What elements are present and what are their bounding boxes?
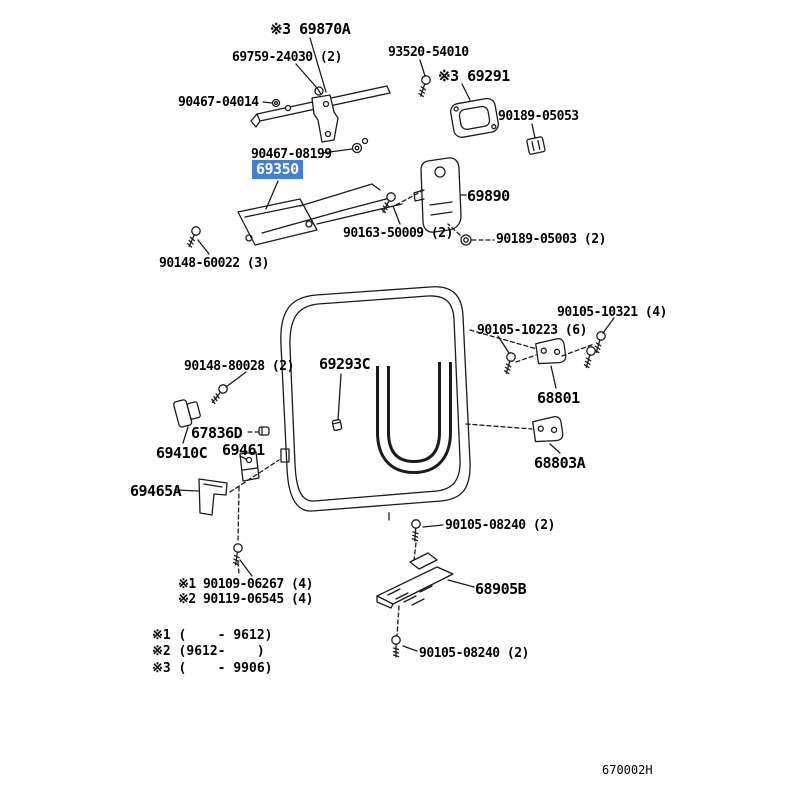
part-clip-69759 xyxy=(314,86,324,96)
part-clip-67836D xyxy=(258,426,270,436)
part-label-69461[interactable]: 69461 xyxy=(222,441,265,459)
part-striker-68905B xyxy=(376,552,454,609)
part-label-68801[interactable]: 68801 xyxy=(537,389,580,407)
part-label-90105-10223[interactable]: 90105-10223 (6) xyxy=(477,323,587,338)
part-label-68803a[interactable]: 68803A xyxy=(534,454,586,472)
leader-lines xyxy=(176,37,615,652)
part-bolt-90105-08240-upper xyxy=(409,518,422,542)
part-label-90189-05003[interactable]: 90189-05003 (2) xyxy=(496,232,606,247)
part-screw-90105-10223 xyxy=(501,351,517,376)
part-label-69291[interactable]: ※3 69291 xyxy=(438,67,510,85)
part-label-90109-06267[interactable]: ※1 90109-06267 (4) xyxy=(178,577,313,592)
part-hinge-68803A xyxy=(531,415,565,445)
part-label-67836d[interactable]: 67836D xyxy=(191,424,243,442)
part-nut-90189-05003 xyxy=(460,234,472,246)
part-label-90467-04014[interactable]: 90467-04014 xyxy=(178,95,259,110)
part-label-90105-08240-upper[interactable]: 90105-08240 (2) xyxy=(445,518,555,533)
footnote-1: ※1 ( - 9612) xyxy=(152,628,273,643)
part-handle-bezel-69291 xyxy=(449,97,499,138)
part-clip-90189-05053 xyxy=(526,136,546,155)
part-label-90163-50009[interactable]: 90163-50009 (2) xyxy=(343,226,453,241)
part-label-90148-60022[interactable]: 90148-60022 (3) xyxy=(159,256,269,271)
door-window-channel xyxy=(376,362,452,475)
part-label-69890[interactable]: 69890 xyxy=(467,187,510,205)
part-bolt-90105-08240-lower xyxy=(391,635,401,658)
part-clip-69293C xyxy=(331,418,343,432)
part-label-90148-80028[interactable]: 90148-80028 (2) xyxy=(184,359,294,374)
part-screw-93520-54010 xyxy=(416,74,432,99)
part-label-69410c[interactable]: 69410C xyxy=(156,444,208,462)
part-label-69870a[interactable]: ※3 69870A xyxy=(270,20,351,38)
part-label-90189-05053[interactable]: 90189-05053 xyxy=(498,109,579,124)
part-screw-90105-10321-b xyxy=(581,345,597,370)
part-label-69759-24030[interactable]: 69759-24030 (2) xyxy=(232,50,342,65)
part-69461 xyxy=(239,451,260,482)
part-screw-90163-50009 xyxy=(378,190,398,215)
part-handle-bracket xyxy=(311,94,339,143)
part-label-69465a[interactable]: 69465A xyxy=(130,482,182,500)
part-69410C xyxy=(173,399,201,428)
footnote-3: ※3 ( - 9906) xyxy=(152,661,273,676)
part-hinge-68801 xyxy=(534,337,568,367)
footnote-2: ※2 (9612- ) xyxy=(152,644,265,659)
part-label-93520-54010[interactable]: 93520-54010 xyxy=(388,45,469,60)
part-screw-90148-60022 xyxy=(184,224,203,249)
drawing-number: 670002H xyxy=(602,763,653,777)
part-label-69350-selected[interactable]: 69350 xyxy=(252,160,303,179)
assembly-dashed-lines xyxy=(229,189,595,637)
part-label-68905b[interactable]: 68905B xyxy=(475,580,527,598)
part-grommets-90467-08199 xyxy=(351,137,369,154)
part-label-90467-08199[interactable]: 90467-08199 xyxy=(251,147,332,162)
part-label-90105-10321[interactable]: 90105-10321 (4) xyxy=(557,305,667,320)
part-latch-assembly-69350 xyxy=(237,183,403,246)
tailgate-door-outline xyxy=(280,286,471,521)
part-label-90105-08240-lower[interactable]: 90105-08240 (2) xyxy=(419,646,529,661)
part-lock-69890 xyxy=(413,157,462,233)
part-label-90119-06545[interactable]: ※2 90119-06545 (4) xyxy=(178,592,313,607)
part-label-69293c[interactable]: 69293C xyxy=(319,355,371,373)
part-bracket-69465A xyxy=(198,478,228,516)
